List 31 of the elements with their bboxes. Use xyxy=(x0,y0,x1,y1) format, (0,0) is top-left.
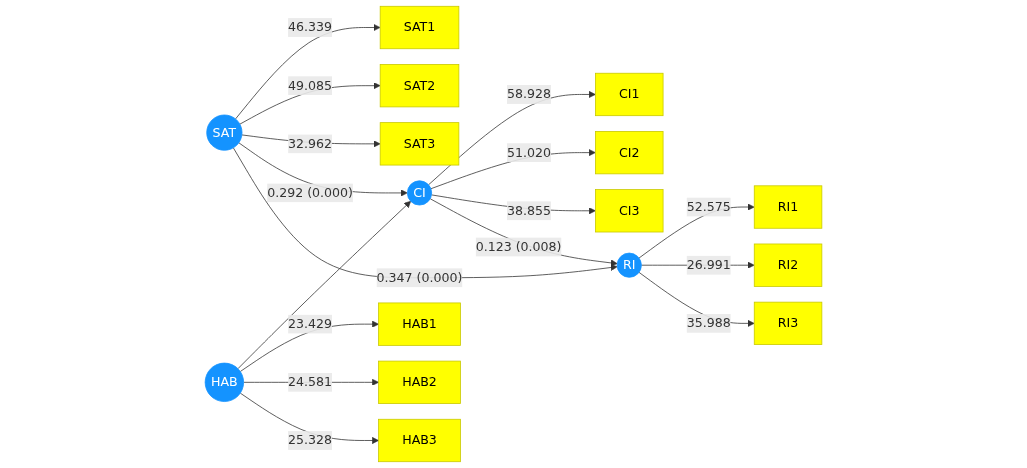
node-box: CI2 xyxy=(595,131,664,175)
node-box: SAT2 xyxy=(379,64,460,108)
edge-label: 24.581 xyxy=(288,374,333,390)
edge-label: 32.962 xyxy=(288,135,333,151)
edge-label: 58.928 xyxy=(506,86,551,102)
node-box: CI1 xyxy=(595,72,664,117)
edge-label: 38.855 xyxy=(506,202,551,218)
edge-label: 0.123 (0.008) xyxy=(475,239,562,255)
edge-label: 0.347 (0.000) xyxy=(376,269,463,285)
node-circle: HAB xyxy=(204,362,244,402)
node-box: SAT1 xyxy=(379,5,460,50)
node-circle: RI xyxy=(616,252,642,278)
edge-label: 23.429 xyxy=(288,316,333,332)
node-box: HAB3 xyxy=(378,418,461,463)
edge-label: 25.328 xyxy=(288,432,333,448)
edge-label: 49.085 xyxy=(288,77,333,93)
node-circle: CI xyxy=(407,180,433,206)
node-box: HAB2 xyxy=(378,360,461,404)
node-box: RI2 xyxy=(753,243,823,287)
edge-label: 52.575 xyxy=(686,199,731,215)
edge-label: 46.339 xyxy=(288,19,333,35)
edge-label: 35.988 xyxy=(686,315,731,331)
node-box: RI1 xyxy=(753,185,823,229)
edge-label: 26.991 xyxy=(686,257,731,273)
edge-label: 0.292 (0.000) xyxy=(267,185,354,201)
node-box: CI3 xyxy=(595,189,664,233)
node-circle: SAT xyxy=(206,114,243,151)
edge-label: 51.020 xyxy=(506,144,551,160)
node-box: RI3 xyxy=(753,301,823,345)
node-box: SAT3 xyxy=(379,122,460,166)
node-box: HAB1 xyxy=(378,302,461,346)
